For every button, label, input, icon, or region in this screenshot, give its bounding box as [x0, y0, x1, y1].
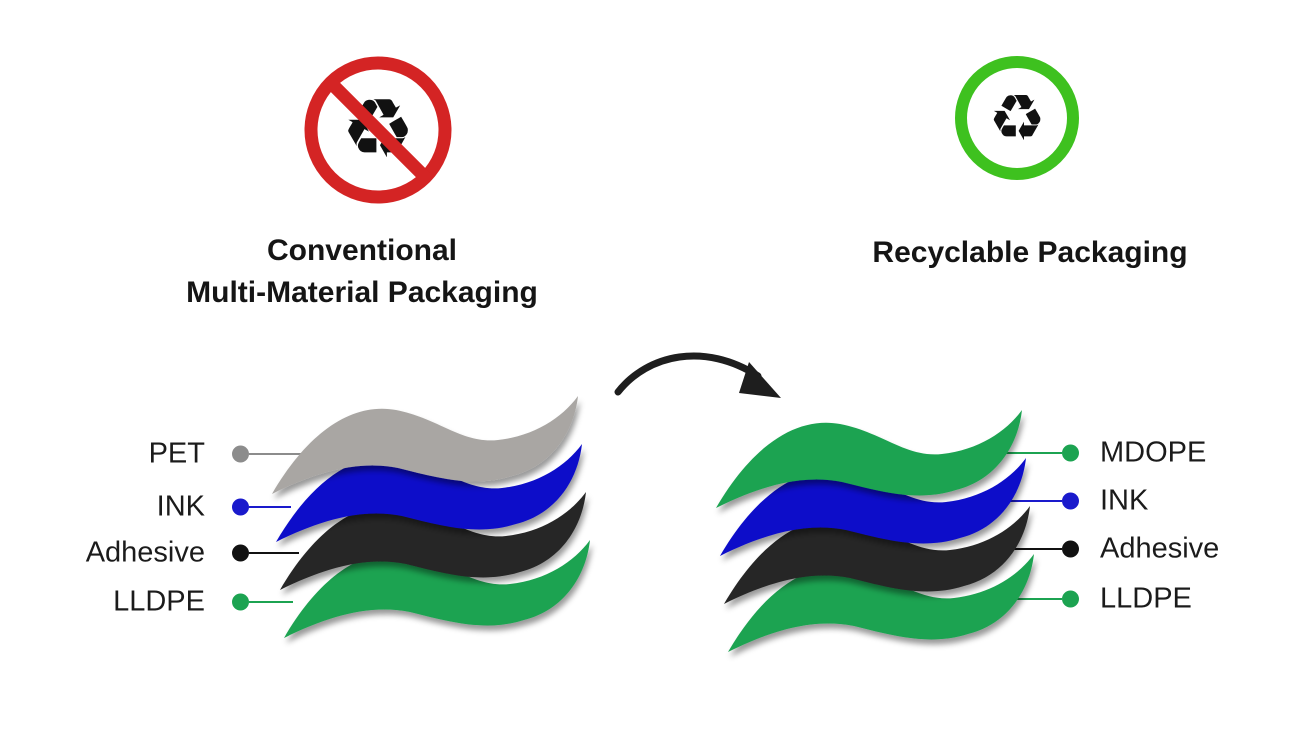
layer-label: Adhesive	[85, 536, 205, 569]
right-title: Recyclable Packaging	[872, 236, 1188, 269]
no-recycling-icon: ♻	[303, 55, 453, 205]
leader-dot	[1062, 540, 1079, 558]
leader-line	[1000, 452, 1062, 454]
left-title-line2: Multi-Material Packaging	[186, 276, 538, 309]
leader-line	[1008, 500, 1062, 502]
transition-arrow-icon	[614, 352, 781, 398]
arrow-head	[739, 362, 781, 398]
leader-dot	[232, 544, 249, 562]
layer-label: PET	[148, 437, 205, 470]
recycle-symbol-icon: ♻	[988, 82, 1046, 154]
prohibition-circle	[304, 56, 452, 204]
layer-label: MDOPE	[1100, 436, 1207, 469]
leader-line	[249, 601, 293, 603]
leader-dot	[232, 593, 249, 611]
layer-label: INK	[156, 490, 205, 523]
leader-dot	[1062, 444, 1079, 462]
arrow-shaft	[614, 352, 762, 396]
leader-dot	[1062, 492, 1079, 510]
leader-line	[249, 506, 291, 508]
leader-line	[249, 453, 319, 455]
prohibition-overlay-icon	[304, 56, 452, 204]
layer-label: INK	[1100, 484, 1149, 517]
leader-line	[995, 548, 1062, 550]
layer-label: LLDPE	[1100, 582, 1192, 615]
left-title-line1: Conventional	[266, 234, 457, 267]
layer-label: LLDPE	[113, 585, 205, 618]
recyclable-icon: ♻	[955, 56, 1079, 180]
leader-line	[249, 552, 299, 554]
leader-dot	[232, 445, 249, 463]
leader-line	[990, 598, 1062, 600]
leader-dot	[1062, 590, 1079, 608]
left-material-stack	[272, 396, 590, 638]
layer-label: Adhesive	[1100, 532, 1220, 565]
leader-dot	[232, 498, 249, 516]
left-title: Conventional Multi-Material Packaging	[112, 230, 612, 314]
prohibition-slash	[326, 78, 430, 182]
